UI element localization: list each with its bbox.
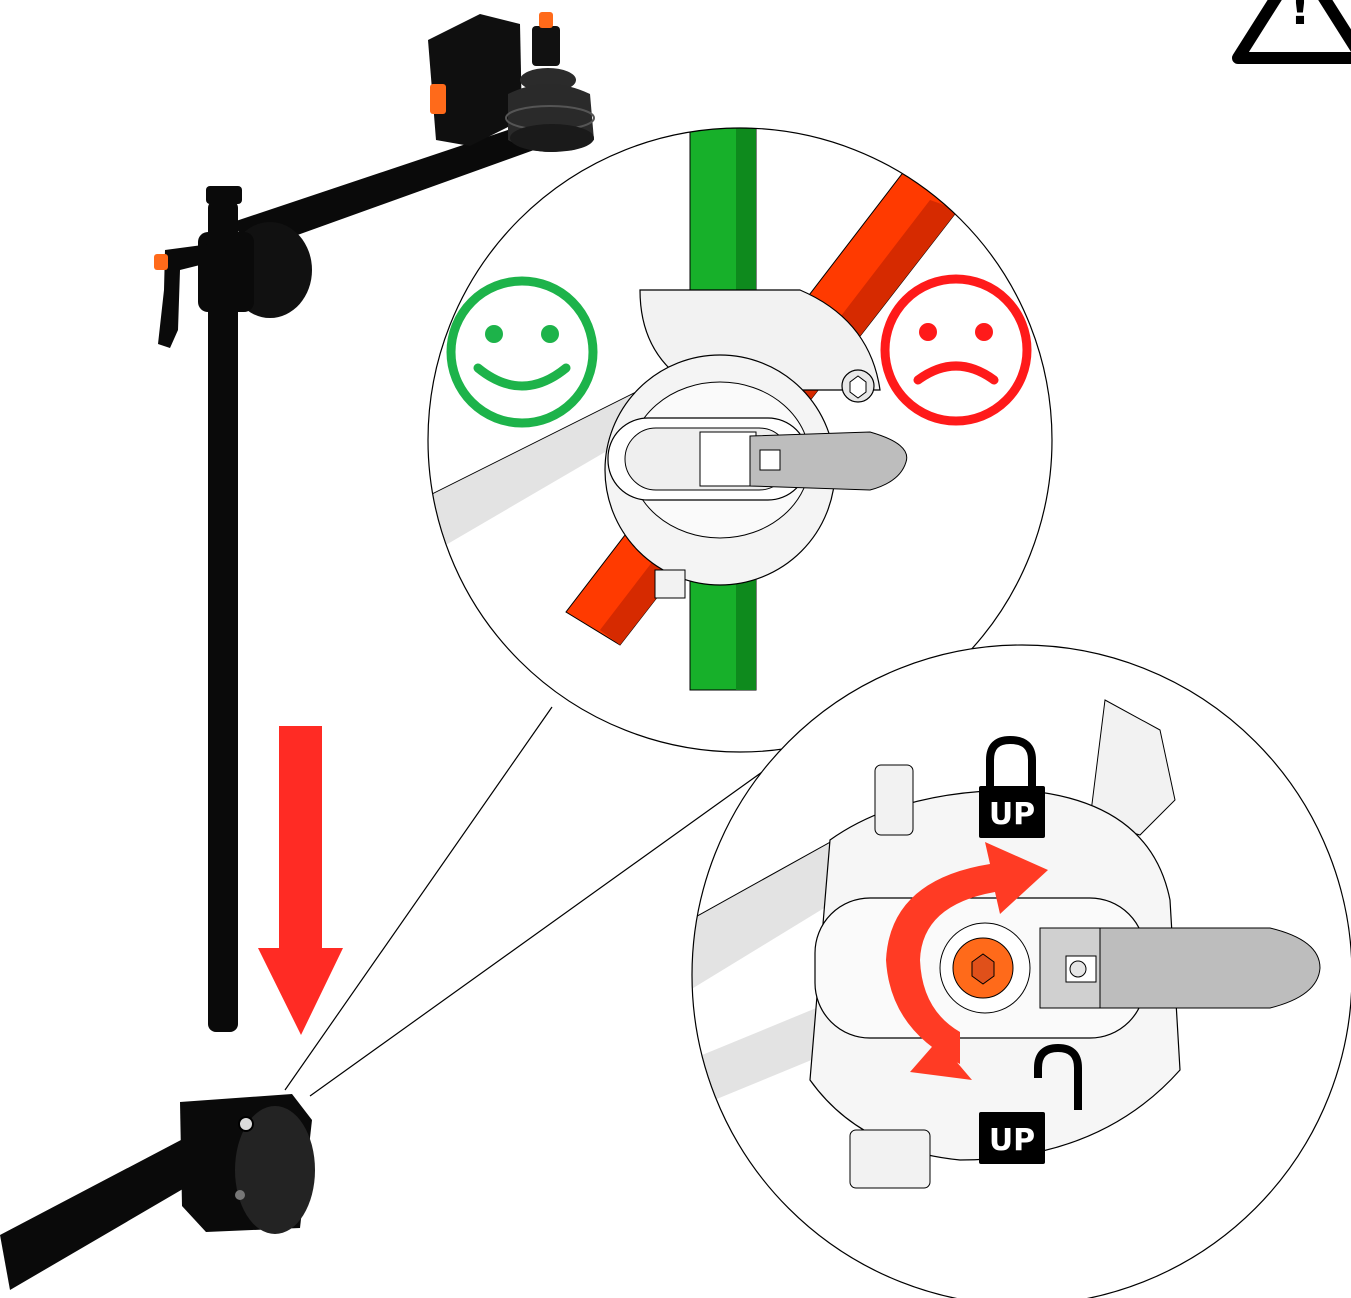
padlock-closed-icon: UP	[979, 735, 1045, 838]
down-arrow-icon	[258, 726, 343, 1035]
alignment-detail-circle	[427, 127, 1053, 753]
padlock-open-icon: UP	[979, 1043, 1082, 1164]
pole-clamp	[154, 222, 312, 348]
bottom-clamp-assembly	[0, 1094, 315, 1290]
unlock-badge-text: UP	[989, 1123, 1035, 1158]
warning-triangle-icon: !	[1232, 0, 1351, 64]
boom-arm-assembly	[154, 12, 595, 1032]
lock-badge-text: UP	[989, 797, 1035, 832]
clamp-screw	[238, 1116, 254, 1132]
zoom-connector-lines	[284, 706, 791, 1097]
vertical-pole	[208, 200, 238, 1032]
rotate-arrow-icon	[886, 842, 1048, 1080]
sad-face-icon	[880, 274, 1032, 426]
smiley-face-icon	[446, 276, 598, 428]
mount-head	[428, 12, 595, 152]
clamp-body	[604, 289, 908, 599]
warning-mark: !	[1290, 0, 1311, 35]
orange-knob	[154, 254, 168, 270]
